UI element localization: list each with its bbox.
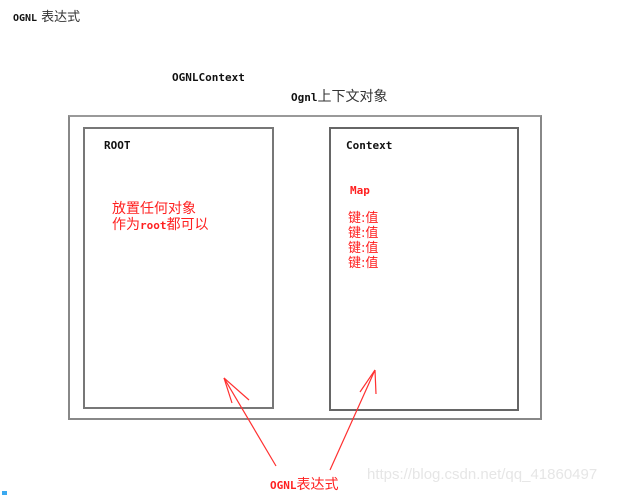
ognl-context-description: Ognl上下文对象 [291,86,388,106]
context-box [329,127,519,411]
root-desc-line2: 作为root都可以 [112,217,209,234]
watermark: https://blog.csdn.net/qq_41860497 [367,466,598,483]
root-box [83,127,274,409]
ognl-expression-label: OGNL表达式 [270,474,339,494]
map-label: Map [350,184,370,197]
map-entry: 键:值 [348,256,379,271]
ctx-desc-latin: Ognl [291,91,318,104]
root-desc-latin: root [140,219,167,232]
root-box-title: ROOT [104,139,131,152]
bottom-label-latin: OGNL [270,479,297,492]
root-desc-post: 都可以 [166,217,209,233]
ognl-context-box [68,115,542,420]
arrow-to-context [329,369,376,471]
title-cjk: 表达式 [41,10,81,25]
ctx-desc-cjk: 上下文对象 [317,89,388,105]
bottom-label-cjk: 表达式 [296,477,339,493]
arrow-to-root [223,377,277,467]
map-entries: 键:值 键:值 键:值 键:值 [348,211,378,271]
corner-mark [2,491,7,495]
map-entry: 键:值 [348,241,379,256]
root-desc-line1: 放置任何对象 [112,201,196,217]
context-box-title: Context [346,139,393,152]
title-latin: OGNL [13,13,38,24]
root-desc-pre: 作为 [112,217,140,233]
ognl-context-label: OGNLContext [172,71,245,84]
map-entry: 键:值 [348,211,379,226]
map-entry: 键:值 [348,226,379,241]
root-description: 放置任何对象 作为root都可以 [112,201,209,234]
